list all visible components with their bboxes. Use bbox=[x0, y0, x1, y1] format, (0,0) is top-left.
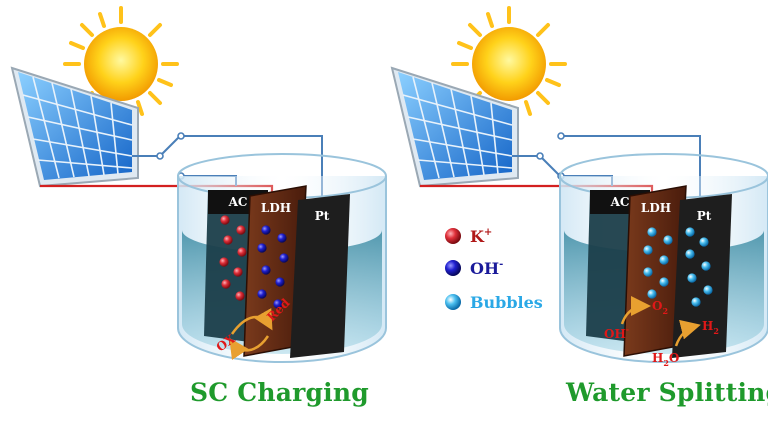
legend-potassium: K+ bbox=[445, 227, 492, 246]
pt-label: Pt bbox=[697, 209, 712, 223]
electrode-pt: Pt bbox=[672, 194, 732, 358]
bubble-marker bbox=[445, 294, 461, 310]
hydroxide-reactant: OH- bbox=[604, 324, 629, 341]
hydroxide-marker bbox=[445, 260, 461, 276]
legend-hydroxide-label: OH- bbox=[470, 259, 503, 278]
legend-hydroxide: OH- bbox=[445, 259, 503, 278]
legend-potassium-label: K+ bbox=[470, 227, 492, 246]
sc-charging-caption: SC Charging bbox=[190, 378, 369, 407]
legend-bubbles: Bubbles bbox=[445, 293, 543, 312]
right-panel: AC LDH Pt bbox=[392, 8, 768, 368]
potassium-marker bbox=[445, 228, 461, 244]
ac-label: AC bbox=[610, 195, 630, 209]
ldh-label: LDH bbox=[641, 201, 671, 215]
electrode-pt: Pt bbox=[290, 194, 350, 358]
water-splitting-caption: Water Splitting bbox=[566, 378, 768, 407]
legend: K+ OH- Bubbles bbox=[445, 227, 543, 312]
ldh-label: LDH bbox=[261, 201, 291, 215]
pt-label: Pt bbox=[315, 209, 330, 223]
left-panel: AC LDH Pt bbox=[12, 8, 386, 362]
ac-label: AC bbox=[228, 195, 248, 209]
legend-bubbles-label: Bubbles bbox=[470, 293, 543, 312]
